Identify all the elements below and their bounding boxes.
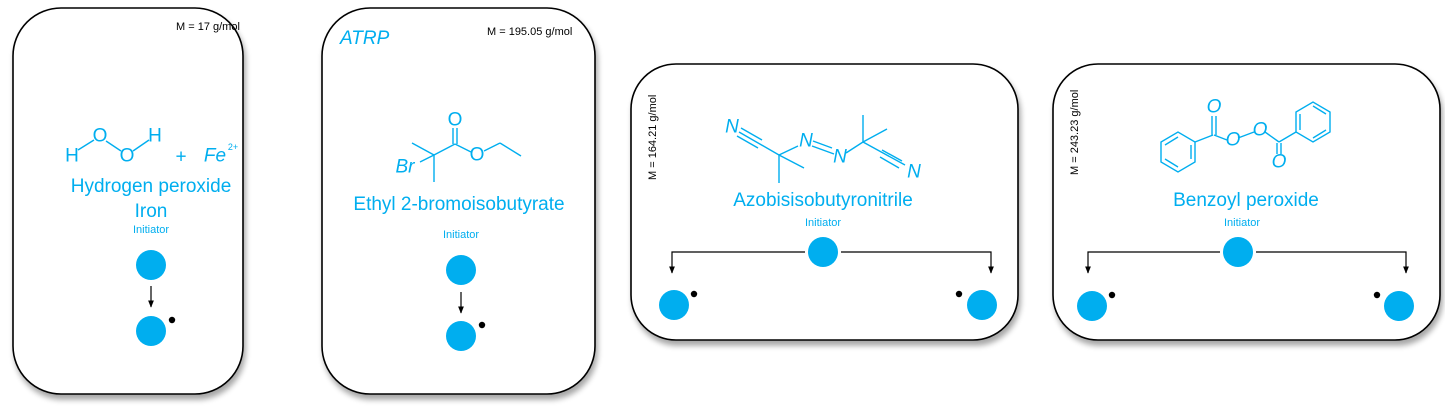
radical-circle <box>136 316 166 346</box>
radical-circle-right <box>1384 291 1414 321</box>
aibn-structure: N N N N <box>725 115 921 183</box>
svg-text:O: O <box>1226 130 1241 151</box>
radical-dot <box>955 290 963 298</box>
arrow-left-split-icon <box>1085 251 1220 274</box>
compound-name: Azobisisobutyronitrile <box>733 190 913 211</box>
role-label: Initiator <box>1224 217 1260 229</box>
svg-text:+: + <box>175 147 186 168</box>
svg-text:Br: Br <box>396 157 416 178</box>
compound-name: Ethyl 2-bromoisobutyrate <box>353 194 564 215</box>
benzoyl-peroxide-structure: O O O O <box>1160 97 1331 173</box>
radical-dot <box>1108 291 1116 299</box>
molar-mass-label: M = 195.05 g/mol <box>487 26 572 38</box>
svg-text:O: O <box>1207 97 1222 118</box>
svg-text:N: N <box>833 147 847 168</box>
role-label: Initiator <box>805 217 841 229</box>
svg-text:H: H <box>148 126 162 147</box>
radical-dot <box>478 321 486 329</box>
role-label: Initiator <box>133 224 169 236</box>
svg-text:O: O <box>1272 152 1287 173</box>
radical-circle-left <box>659 290 689 320</box>
svg-text:N: N <box>907 162 921 183</box>
initiator-circle <box>1223 237 1253 267</box>
compound-name: Hydrogen peroxide <box>71 176 232 197</box>
radical-dot <box>690 290 698 298</box>
panel-frame <box>1052 63 1441 341</box>
radical-circle-left <box>1077 291 1107 321</box>
panel-frame <box>630 63 1019 341</box>
svg-text:O: O <box>448 110 463 131</box>
radical-dot <box>168 316 176 324</box>
svg-text:O: O <box>93 126 108 147</box>
svg-text:H: H <box>65 146 79 167</box>
panel-azobisisobutyronitrile: M = 164.21 g/mol N N N N Azobisisobutyro… <box>630 63 1019 341</box>
radical-dot <box>1373 291 1381 299</box>
compound-name-line2: Iron <box>135 201 168 222</box>
panel-benzoyl-peroxide: M = 243.23 g/mol O O O O Benzoyl peroxid… <box>1052 63 1441 341</box>
arrow-right-split-icon <box>1256 251 1409 274</box>
svg-text:N: N <box>799 131 813 152</box>
panel-frame <box>321 7 596 395</box>
svg-text:O: O <box>470 145 485 166</box>
h2o2-structure: H O O H + Fe 2+ <box>65 126 238 168</box>
initiator-circle <box>446 255 476 285</box>
role-label: Initiator <box>443 229 479 241</box>
initiator-circle <box>808 237 838 267</box>
ethyl-bromoisobutyrate-structure: Br O O <box>396 110 522 182</box>
compound-name: Benzoyl peroxide <box>1173 190 1319 211</box>
radical-circle <box>446 321 476 351</box>
panel-hydrogen-peroxide-iron: M = 17 g/mol H O O H + Fe 2+ Hydrogen pe… <box>12 7 244 395</box>
initiator-circle <box>136 250 166 280</box>
svg-text:O: O <box>120 146 135 167</box>
svg-text:N: N <box>725 117 739 138</box>
svg-text:O: O <box>1253 120 1268 141</box>
arrow-right-split-icon <box>841 251 994 274</box>
radical-circle-right <box>967 290 997 320</box>
panel-frame <box>12 7 244 395</box>
svg-text:2+: 2+ <box>228 142 238 152</box>
arrow-left-split-icon <box>669 251 805 274</box>
molar-mass-label: M = 17 g/mol <box>176 21 240 33</box>
molar-mass-label: M = 243.23 g/mol <box>1069 90 1081 175</box>
atrp-label: ATRP <box>339 28 390 49</box>
panel-ethyl-2-bromoisobutyrate: ATRP M = 195.05 g/mol Br O O Ethyl 2-bro… <box>321 7 596 395</box>
molar-mass-label: M = 164.21 g/mol <box>647 95 659 180</box>
svg-text:Fe: Fe <box>204 146 226 167</box>
